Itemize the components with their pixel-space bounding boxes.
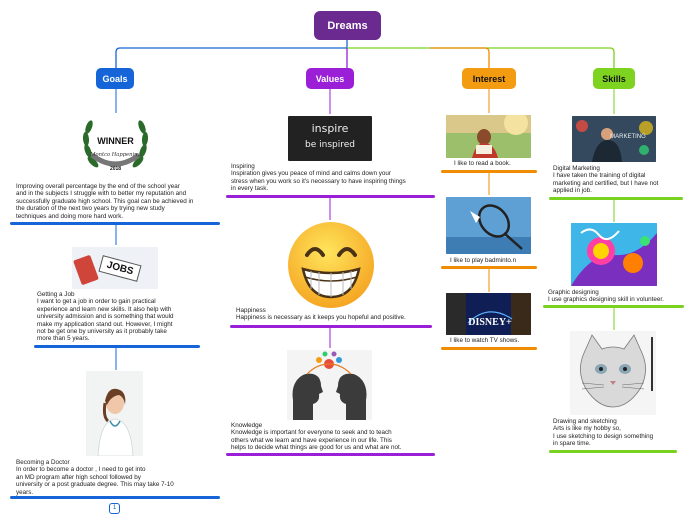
goal-text-becoming-doctor: Becoming a Doctor In order to become a d… [16,459,174,496]
digital-marketing-image: MARKETING [572,116,656,162]
winner-year: 2018 [110,166,121,172]
interest-underline-1 [441,170,537,173]
skill-underline-3 [549,450,677,453]
jobs-image: JOBS [72,247,158,289]
doctor-image [86,371,143,456]
value-underline-1 [226,195,435,198]
winner-wreath-image: WINNER Montco Happening 2018 [78,113,153,181]
value-text-inspiring: Inspiring Inspiration gives you peace of… [231,163,406,193]
skill-text-digital-marketing: Digital Marketing I have taken the train… [553,165,659,195]
skill-text-graphic-designing: Graphic designing I use graphics designi… [548,289,664,304]
winner-subtitle: Montco Happening [89,152,141,158]
branch-goals[interactable]: Goals [96,68,134,89]
branch-skills[interactable]: Skills [593,68,635,89]
marketing-word: MARKETING [610,134,646,140]
collapse-badge[interactable]: 1 [109,503,120,514]
goal-text-overall-percentage: Improving overall percentage by the end … [16,183,194,220]
cat-sketch-image [570,331,656,415]
goal-underline-2 [34,345,200,348]
goal-underline-1 [10,222,220,225]
value-text-knowledge: Knowledge Knowledge is important for eve… [231,422,402,452]
knowledge-heads-image [287,350,372,420]
branch-skills-label: Skills [602,73,626,84]
root-node-dreams[interactable]: Dreams [314,11,381,40]
be-inspired-word: be inspired [305,140,355,150]
badminton-image [446,197,531,254]
interest-underline-3 [441,347,537,350]
disney-plus-image: DISNEY+ [446,293,531,335]
graphic-design-image [571,223,657,286]
grinning-emoji-icon [287,221,375,309]
branch-interest-label: Interest [472,73,506,84]
goal-text-getting-job: Getting a Job I want to get a job in ord… [37,291,174,343]
reading-book-image [446,115,531,158]
interest-text-reading: I like to read a book. [454,160,511,167]
value-underline-3 [226,453,435,456]
skill-underline-1 [549,197,683,200]
skill-text-drawing-sketching: Drawing and sketching Arts is like my ho… [553,418,654,448]
root-label: Dreams [327,19,368,32]
value-text-happiness: Happiness Happiness is necessary as it k… [236,307,406,322]
inspire-chalkboard-image: inspire be inspired [288,116,372,161]
interest-text-badminton: I like to play badminto.n [450,257,517,264]
branch-values[interactable]: Values [306,68,354,89]
interest-text-tv-shows: I like to watch TV shows. [450,337,520,344]
interest-underline-2 [441,266,537,269]
inspire-word: inspire [311,122,349,135]
goal-underline-3 [10,496,220,499]
branch-interest[interactable]: Interest [462,68,516,89]
value-underline-2 [230,325,432,328]
jobs-word: JOBS [98,255,142,282]
branch-goals-label: Goals [102,73,128,84]
skill-underline-2 [543,305,684,308]
disney-plus-wordmark: DISNEY+ [468,317,512,328]
winner-title: WINNER [97,136,134,146]
branch-values-label: Values [315,73,345,84]
